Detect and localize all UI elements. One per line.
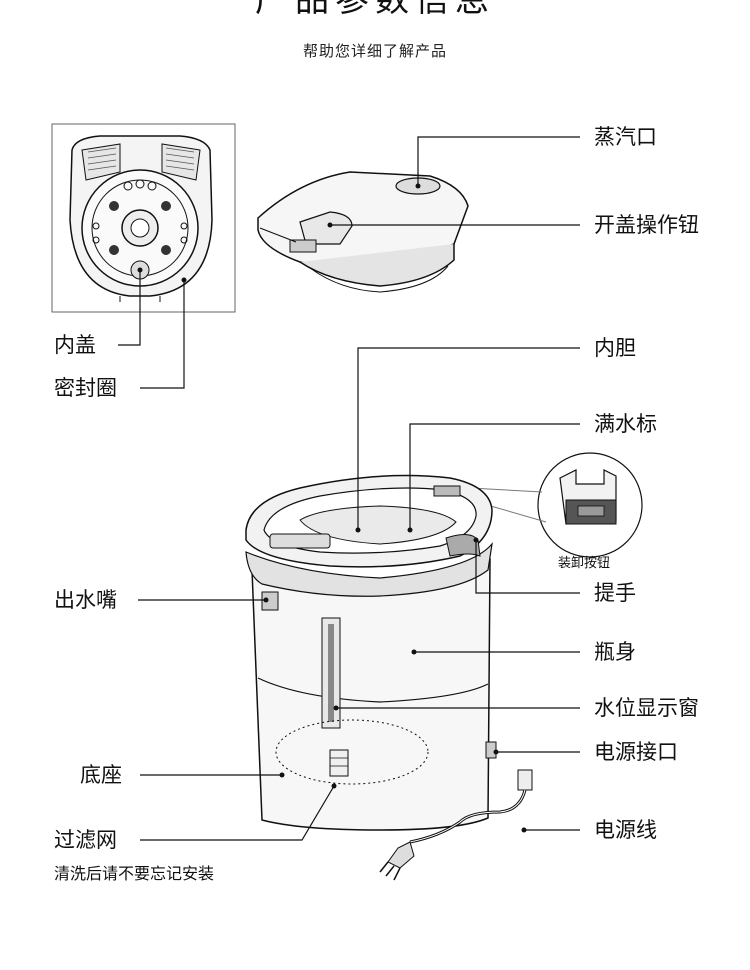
pot-illustration [245, 474, 497, 831]
page-subtitle: 帮助您详细了解产品 [302, 42, 447, 60]
label-detach-button: 装卸按钮 [558, 556, 611, 571]
label-spout: 出水嘴 [54, 588, 117, 612]
label-power-cord: 电源线 [594, 818, 657, 842]
label-full-water-mark: 满水标 [594, 412, 657, 436]
label-lid-button: 开盖操作钮 [594, 213, 699, 237]
leader-dots [137, 183, 527, 833]
power-cord-illustration [379, 769, 533, 881]
page-title: 产品参数信息 [255, 0, 495, 20]
leader-lines [118, 136, 580, 841]
label-steam-vent: 蒸汽口 [594, 125, 657, 149]
filter-note: 清洗后请不要忘记安装 [54, 864, 215, 883]
label-handle: 提手 [594, 581, 636, 605]
label-inner-lid: 内盖 [54, 333, 96, 357]
label-water-window: 水位显示窗 [594, 696, 699, 720]
label-seal-ring: 密封圈 [54, 376, 117, 400]
label-power-port: 电源接口 [594, 740, 678, 764]
inner-lid-inset [51, 123, 236, 313]
label-body: 瓶身 [594, 640, 636, 664]
detach-button-zoom [469, 452, 643, 558]
label-base: 底座 [80, 763, 122, 787]
label-filter: 过滤网 [54, 828, 117, 852]
label-inner-pot: 内胆 [594, 336, 636, 360]
lid-illustration [257, 171, 469, 293]
